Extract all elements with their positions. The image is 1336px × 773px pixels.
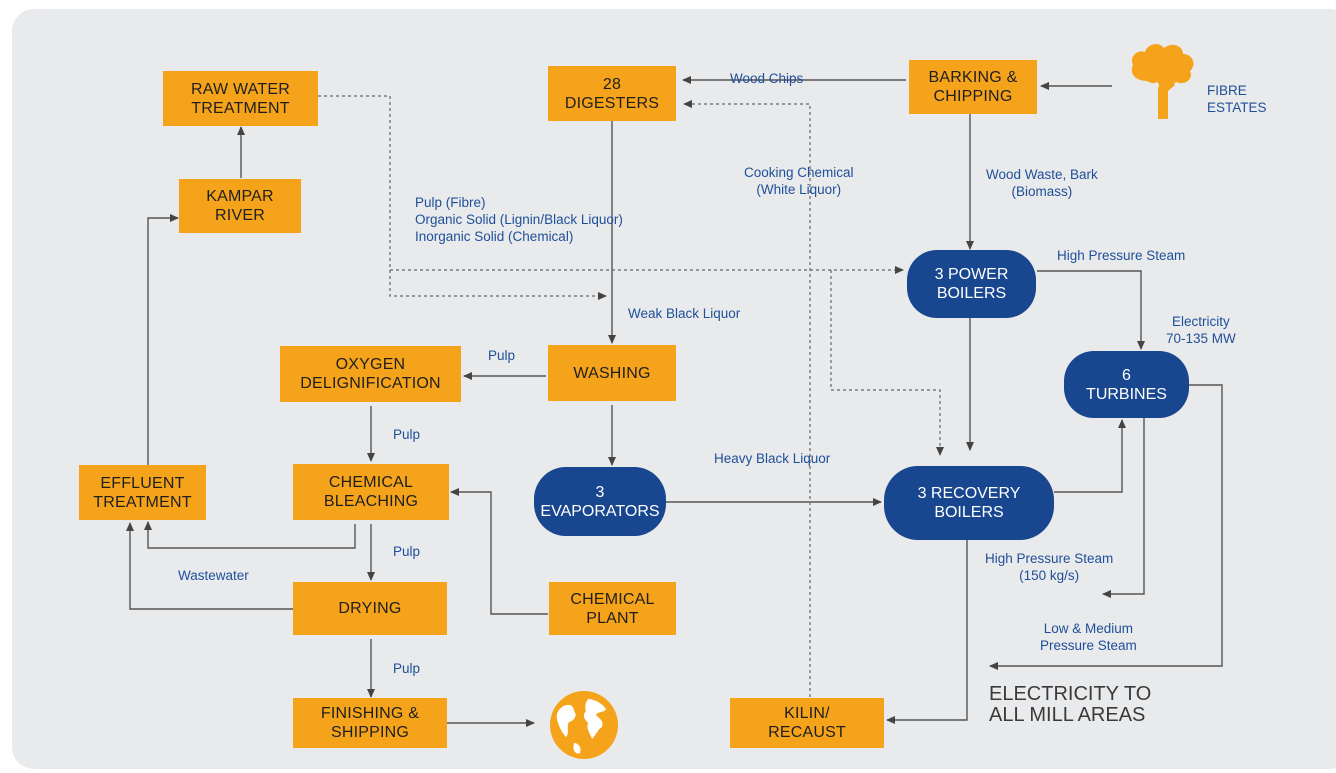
label-cooking-chemical: Cooking Chemical (White Liquor): [744, 165, 854, 197]
kilin-recaust-box: KILIN/ RECAUST: [730, 698, 884, 748]
finishing-shipping-box: FINISHING & SHIPPING: [293, 698, 447, 748]
barking-chipping-box: BARKING & CHIPPING: [909, 60, 1037, 114]
edge-recovery-to-turbines: [1054, 419, 1126, 493]
washing-box: WASHING: [548, 345, 676, 401]
label-fibre-estates: FIBRE ESTATES: [1207, 83, 1267, 115]
drying-box: DRYING: [293, 582, 447, 635]
effluent-treatment-box: EFFLUENT TREATMENT: [79, 465, 206, 520]
edge-dashed-to-recovery: [830, 270, 944, 456]
kampar-river-box: KAMPAR RIVER: [179, 179, 301, 233]
raw-water-treatment-box: RAW WATER TREATMENT: [163, 71, 318, 126]
edge-bleaching-to-effluent: [144, 521, 356, 549]
recovery-boilers-pill: 3 RECOVERY BOILERS: [884, 466, 1054, 540]
edge-drying-to-effluent: [126, 522, 293, 610]
label-pulp-drying: Pulp: [393, 661, 421, 676]
label-high-pressure-steam-top: High Pressure Steam: [1057, 248, 1186, 263]
turbines-pill: 6 TURBINES: [1064, 351, 1189, 418]
digesters-box: 28 DIGESTERS: [548, 66, 676, 121]
label-low-medium-steam: Low & Medium Pressure Steam: [1040, 621, 1137, 653]
label-weak-black-liquor: Weak Black Liquor: [628, 306, 741, 321]
label-electricity: Electricity 70-135 MW: [1166, 314, 1236, 346]
label-high-pressure-steam-bottom: High Pressure Steam (150 kg/s): [985, 551, 1114, 583]
edge-recovery-to-kilin: [886, 540, 968, 724]
edge-turbines-down: [1102, 418, 1145, 598]
edge-effluent-to-kampar: [147, 214, 179, 466]
label-wood-waste: Wood Waste, Bark (Biomass): [986, 167, 1098, 199]
label-pulp-bleaching: Pulp: [393, 544, 421, 559]
chemical-plant-box: CHEMICAL PLANT: [549, 582, 676, 635]
edge-rawwater-dashed: [318, 95, 607, 300]
globe-icon: [550, 691, 618, 759]
power-boilers-pill: 3 POWER BOILERS: [907, 250, 1036, 318]
label-pulp-oxygen: Pulp: [393, 427, 421, 442]
chemical-bleaching-box: CHEMICAL BLEACHING: [293, 464, 449, 520]
edge-power-to-turbines-steam: [1037, 270, 1145, 350]
label-heavy-black-liquor: Heavy Black Liquor: [714, 451, 831, 466]
oxygen-delignification-box: OXYGEN DELIGNIFICATION: [280, 346, 461, 402]
label-wood-chips: Wood Chips: [730, 71, 804, 86]
evaporators-pill: 3 EVAPORATORS: [534, 467, 666, 536]
label-wastewater: Wastewater: [178, 568, 249, 583]
tree-icon: [1131, 44, 1194, 119]
label-pulp-components: Pulp (Fibre) Organic Solid (Lignin/Black…: [415, 195, 623, 244]
edge-turbines-to-electricity: [989, 384, 1223, 670]
edge-chemplant-to-bleaching: [450, 488, 548, 615]
label-pulp-washing: Pulp: [488, 348, 516, 363]
label-electricity-all-mill-areas: ELECTRICITY TO ALL MILL AREAS: [989, 683, 1152, 726]
